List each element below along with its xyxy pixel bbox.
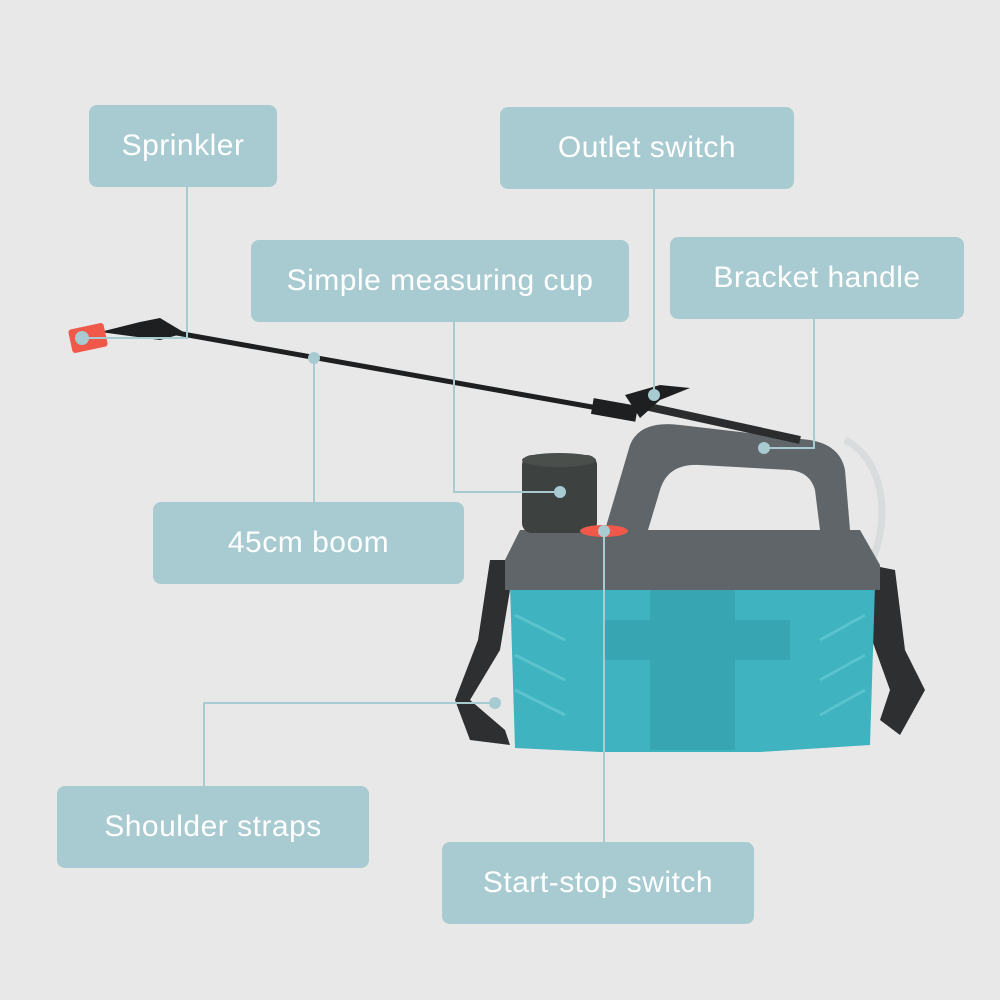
- label-shoulder-straps: Shoulder straps: [57, 786, 369, 868]
- label-start-stop-switch: Start-stop switch: [442, 842, 754, 924]
- label-boom: 45cm boom: [153, 502, 464, 584]
- label-sprinkler: Sprinkler: [89, 105, 277, 187]
- label-bracket-handle: Bracket handle: [670, 237, 964, 319]
- shoulder-strap: [455, 560, 925, 745]
- label-measuring-cup: Simple measuring cup: [251, 240, 629, 322]
- outlet-switch: [625, 385, 690, 418]
- boom: [159, 327, 621, 415]
- bracket-handle: [605, 424, 850, 530]
- tank-top: [505, 530, 880, 590]
- label-outlet-switch: Outlet switch: [500, 107, 794, 189]
